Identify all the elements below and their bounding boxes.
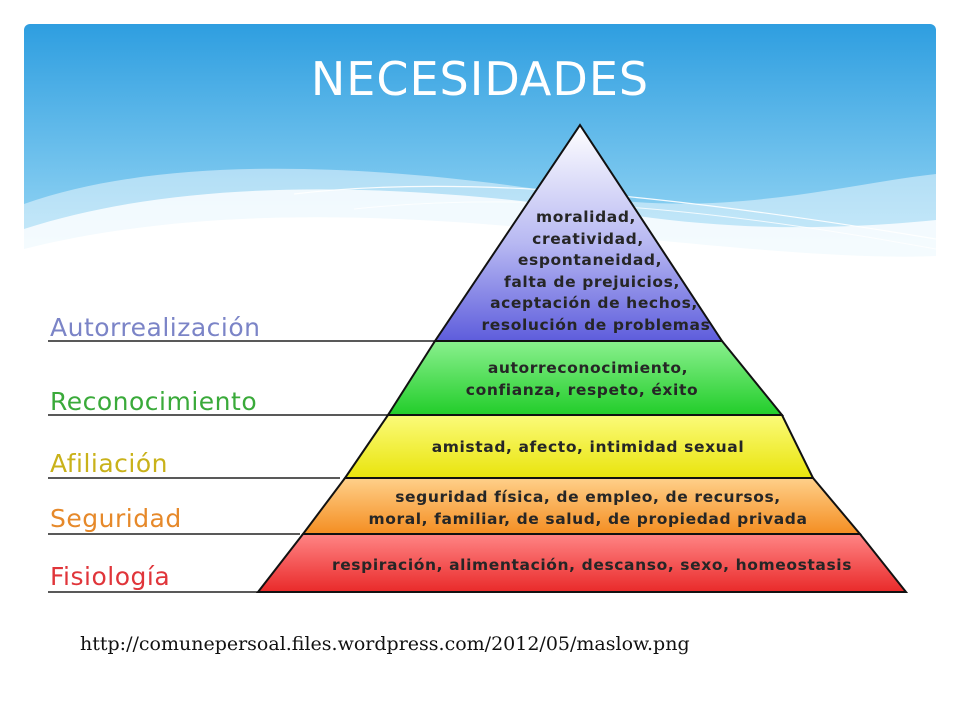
source-url-text: http://comunepersoal.files.wordpress.com… xyxy=(80,633,690,655)
tier-autorrealizacion xyxy=(433,123,724,342)
slide-title: NECESIDADES xyxy=(310,52,650,106)
tier-text-fisiologia-line-1: respiración, alimentación, descanso, sex… xyxy=(332,556,852,574)
level-label-afiliacion: Afiliación xyxy=(50,449,168,478)
tier-text-seguridad-line-1: seguridad física, de empleo, de recursos… xyxy=(395,488,781,506)
guide-lines xyxy=(48,340,440,593)
tier-text-autorrealizacion-line-6: resolución de problemas xyxy=(482,316,711,334)
tier-text-reconocimiento-line-1: autorreconocimiento, xyxy=(488,359,688,377)
tier-text-afiliacion-line-1: amistad, afecto, intimidad sexual xyxy=(432,438,745,456)
tier-text-seguridad-line-2: moral, familiar, de salud, de propiedad … xyxy=(368,510,807,528)
slide-header-banner xyxy=(24,24,936,274)
tier-text-autorrealizacion-line-1: moralidad, xyxy=(536,208,636,226)
tier-text-autorrealizacion-line-2: creatividad, xyxy=(532,230,644,248)
level-label-fisiologia: Fisiología xyxy=(50,562,170,591)
level-label-reconocimiento: Reconocimiento xyxy=(50,387,257,416)
level-label-seguridad: Seguridad xyxy=(50,504,182,533)
tier-text-autorrealizacion-line-3: espontaneidad, xyxy=(518,251,662,269)
tier-text-reconocimiento-line-2: confianza, respeto, éxito xyxy=(466,381,698,399)
level-labels: Autorrealización Reconocimiento Afiliaci… xyxy=(50,313,260,591)
level-label-autorrealizacion: Autorrealización xyxy=(50,313,260,342)
tier-text-autorrealizacion-line-5: aceptación de hechos, xyxy=(490,294,698,312)
tier-text-autorrealizacion-line-4: falta de prejuicios, xyxy=(504,273,680,291)
tier-texts: moralidad, creatividad, espontaneidad, f… xyxy=(332,208,852,574)
pyramid-tiers xyxy=(255,123,909,593)
header-background xyxy=(24,24,936,274)
tier-reconocimiento xyxy=(386,340,785,416)
